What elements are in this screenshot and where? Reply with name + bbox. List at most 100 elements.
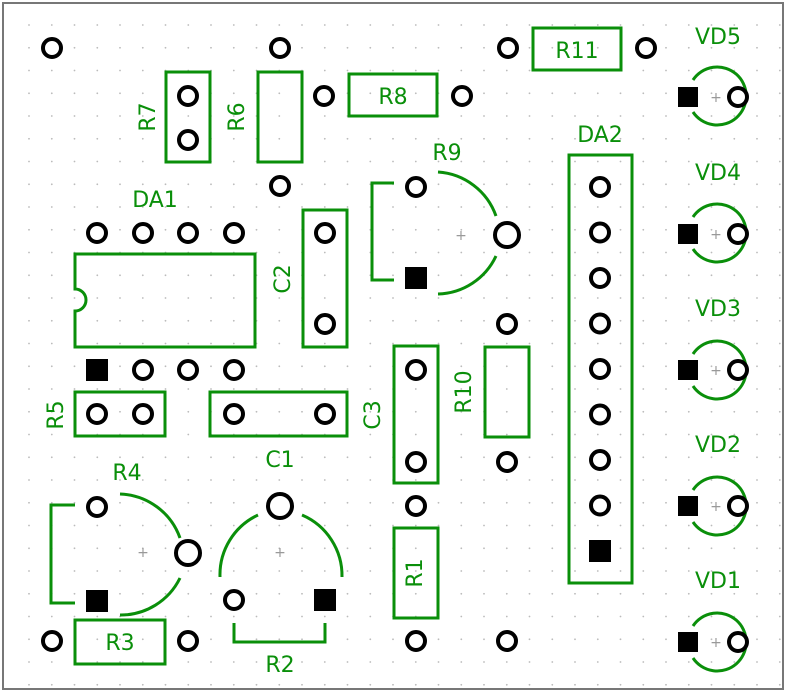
- pad[interactable]: [223, 222, 245, 244]
- component-da1[interactable]: DA1: [73, 188, 257, 381]
- component-vd4[interactable]: VD4 +: [678, 161, 749, 264]
- pad[interactable]: [132, 359, 154, 381]
- grid-dot: [392, 524, 394, 527]
- square-pad[interactable]: [678, 360, 698, 380]
- pad[interactable]: [86, 403, 108, 425]
- pad[interactable]: [314, 403, 336, 425]
- component-vd5[interactable]: VD5 +: [678, 25, 749, 127]
- component-r2[interactable]: + R2: [218, 492, 344, 678]
- grid-dot: [141, 661, 144, 663]
- grid-dot: [665, 251, 667, 254]
- grid-dot: [665, 160, 667, 163]
- grid-dot: [733, 661, 736, 663]
- pad[interactable]: [41, 37, 63, 59]
- pad[interactable]: [493, 221, 521, 249]
- pad[interactable]: [727, 359, 749, 381]
- pad[interactable]: [589, 358, 611, 380]
- pad[interactable]: [177, 222, 199, 244]
- pad[interactable]: [269, 175, 291, 197]
- pad[interactable]: [727, 495, 749, 517]
- grid-dot: [346, 160, 349, 163]
- pad[interactable]: [313, 85, 335, 107]
- square-pad[interactable]: [589, 540, 611, 562]
- grid-dot: [619, 137, 622, 140]
- component-r9[interactable]: R9 +: [370, 141, 521, 296]
- component-c1[interactable]: C1: [208, 390, 349, 473]
- pad[interactable]: [635, 37, 657, 59]
- pad[interactable]: [177, 359, 199, 381]
- grid-dot: [665, 638, 667, 641]
- square-pad[interactable]: [678, 632, 698, 652]
- grid-dot: [756, 547, 758, 550]
- pad[interactable]: [589, 267, 611, 289]
- pad[interactable]: [223, 589, 245, 611]
- component-r3[interactable]: R3: [41, 618, 199, 666]
- component-r8[interactable]: R8: [313, 72, 473, 118]
- square-pad[interactable]: [678, 496, 698, 516]
- pad[interactable]: [405, 451, 427, 473]
- square-pad[interactable]: [86, 359, 108, 381]
- pad[interactable]: [589, 221, 611, 244]
- pad[interactable]: [589, 494, 611, 517]
- component-r11[interactable]: R11: [497, 26, 657, 72]
- pad[interactable]: [589, 449, 611, 471]
- grid-dot: [232, 570, 235, 572]
- component-c2[interactable]: C2: [271, 208, 349, 349]
- pad[interactable]: [132, 403, 154, 425]
- pad[interactable]: [174, 539, 202, 567]
- grid-dot: [642, 251, 645, 254]
- grid-dot: [733, 524, 736, 527]
- pad[interactable]: [727, 631, 749, 653]
- pad[interactable]: [86, 222, 108, 244]
- component-r10[interactable]: R10: [452, 313, 531, 473]
- grid-dot: [232, 297, 235, 299]
- pad[interactable]: [589, 312, 611, 335]
- pad[interactable]: [727, 223, 749, 245]
- square-pad[interactable]: [678, 87, 698, 107]
- component-vd1[interactable]: VD1 +: [678, 569, 749, 673]
- grid-dot: [255, 638, 258, 641]
- pad[interactable]: [727, 86, 749, 108]
- pad[interactable]: [269, 37, 291, 59]
- square-pad[interactable]: [86, 590, 108, 612]
- pad[interactable]: [132, 222, 154, 244]
- pad[interactable]: [177, 85, 199, 107]
- square-pad[interactable]: [405, 267, 427, 289]
- component-vd2[interactable]: VD2 +: [678, 433, 749, 537]
- square-pad[interactable]: [314, 589, 336, 611]
- pad[interactable]: [405, 359, 427, 381]
- grid-dot: [460, 456, 463, 459]
- grid-dot: [119, 92, 121, 95]
- pad[interactable]: [451, 85, 473, 107]
- pad[interactable]: [314, 222, 336, 244]
- component-r7[interactable]: R7: [136, 70, 212, 164]
- pad[interactable]: [314, 313, 336, 335]
- component-r6[interactable]: R6: [225, 70, 304, 197]
- grid-dot: [301, 592, 303, 595]
- component-c3[interactable]: C3: [361, 344, 440, 485]
- pad[interactable]: [405, 630, 427, 652]
- pad[interactable]: [496, 630, 518, 652]
- component-vd3[interactable]: VD3 +: [678, 297, 749, 401]
- pad[interactable]: [177, 129, 199, 151]
- component-r1[interactable]: R1: [392, 495, 440, 652]
- pad[interactable]: [589, 403, 611, 426]
- pad[interactable]: [496, 313, 518, 335]
- pad[interactable]: [405, 176, 427, 198]
- pad[interactable]: [496, 451, 518, 473]
- pad[interactable]: [177, 630, 199, 652]
- pad[interactable]: [41, 630, 63, 652]
- pad[interactable]: [497, 37, 519, 59]
- component-r4[interactable]: R4 +: [49, 461, 202, 617]
- square-pad[interactable]: [678, 224, 698, 244]
- grid-dot: [232, 615, 235, 618]
- pad[interactable]: [223, 403, 245, 425]
- pad[interactable]: [589, 176, 611, 198]
- pad[interactable]: [266, 492, 294, 520]
- component-da2[interactable]: DA2: [567, 123, 634, 585]
- pad[interactable]: [86, 496, 108, 518]
- pad[interactable]: [223, 359, 245, 381]
- grid-dot: [574, 501, 576, 504]
- pad[interactable]: [405, 495, 427, 517]
- component-r5[interactable]: R5: [44, 390, 167, 438]
